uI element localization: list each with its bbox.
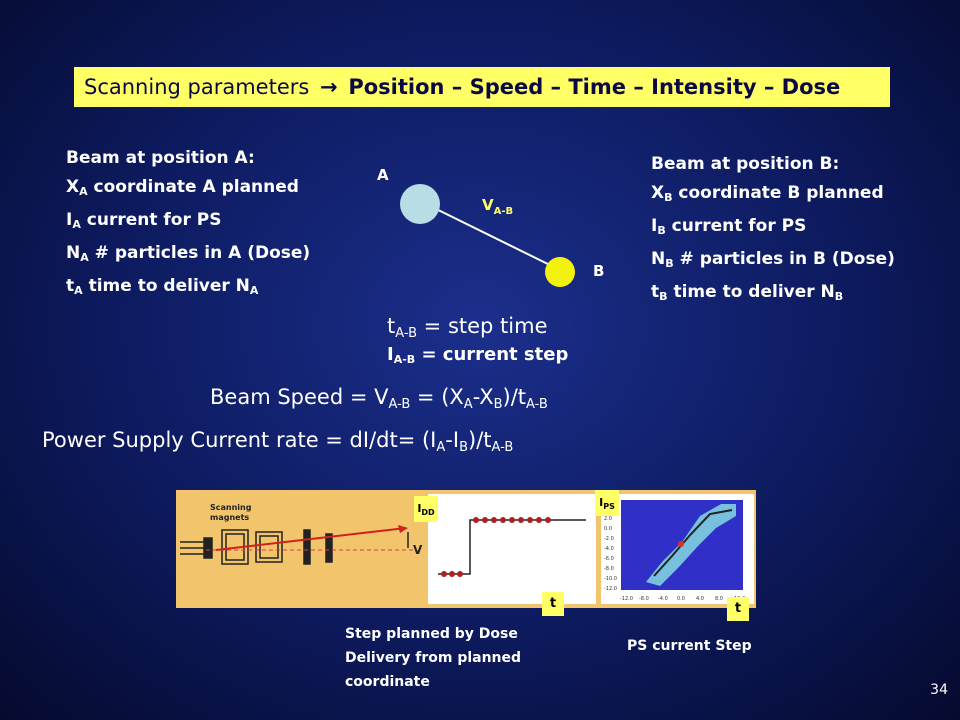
scanning-figure: Scanning magnets V 4.0 2.0 0.0 -2.0 -4.0 -6.0… bbox=[176, 490, 756, 608]
beam-b-line: IB current for PS bbox=[651, 216, 807, 237]
ps-y-tick: -2.0 bbox=[604, 536, 614, 542]
beam-a-line: IA current for PS bbox=[66, 210, 222, 231]
ps-step-caption: PS current Step bbox=[627, 638, 752, 654]
ps-current-curve bbox=[653, 509, 733, 577]
ps-x-tick: -8.0 bbox=[639, 596, 649, 602]
ps-x-tick: 0.0 bbox=[677, 596, 685, 602]
beam-a-line: tA time to deliver NA bbox=[66, 276, 259, 297]
step-planned-caption: Step planned by Dose Delivery from plann… bbox=[345, 626, 522, 690]
ps-y-tick: -8.0 bbox=[604, 566, 614, 572]
slide-number: 34 bbox=[930, 682, 948, 698]
title-bar: Scanning parameters → Position – Speed –… bbox=[74, 67, 890, 107]
ps-y-tick: 0.0 bbox=[604, 526, 612, 532]
ps-x-tick: 4.0 bbox=[696, 596, 704, 602]
title-prefix: Scanning parameters bbox=[84, 75, 310, 99]
ps-y-tick: 2.0 bbox=[604, 516, 612, 522]
ps-y-tick: -10.0 bbox=[604, 576, 617, 582]
beam-a-info: Beam at position A: XA coordinate A plan… bbox=[66, 144, 310, 305]
t-label-ps: t bbox=[727, 597, 749, 621]
ips-label: IPS bbox=[595, 490, 619, 516]
ps-y-tick: -4.0 bbox=[604, 546, 614, 552]
beam-path-diagram bbox=[400, 184, 575, 287]
beam-b-line: tB time to deliver NB bbox=[651, 282, 844, 303]
beam-arrow-icon bbox=[398, 525, 408, 533]
ps-y-tick: -6.0 bbox=[604, 556, 614, 562]
current-step-eq: IA-B = current step bbox=[387, 344, 569, 366]
ps-heatmap-band bbox=[646, 504, 736, 586]
label-b: B bbox=[593, 262, 605, 280]
beam-b-line: NB # particles in B (Dose) bbox=[651, 249, 895, 270]
beam-a-line: NA # particles in A (Dose) bbox=[66, 243, 311, 264]
scanning-magnets-icon bbox=[180, 529, 333, 565]
v-label: V bbox=[413, 543, 423, 557]
ps-x-tick: -12.0 bbox=[620, 596, 633, 602]
beam-path-line bbox=[421, 201, 561, 271]
dose-points bbox=[441, 517, 551, 577]
ps-x-tick: 8.0 bbox=[715, 596, 723, 602]
beam-b-info: Beam at position B: XB coordinate B plan… bbox=[651, 150, 895, 311]
velocity-label: VA-B bbox=[482, 196, 514, 217]
right-arrow-icon: → bbox=[320, 75, 338, 99]
position-a-circle bbox=[400, 184, 440, 224]
step-graph-background bbox=[428, 494, 596, 604]
beam-b-heading: Beam at position B: bbox=[651, 154, 840, 174]
ps-point bbox=[678, 541, 684, 547]
position-b-circle bbox=[545, 257, 575, 287]
beam-a-line: XA coordinate A planned bbox=[66, 177, 299, 198]
idd-label: IDD bbox=[414, 496, 438, 522]
ps-current-rate-eq: Power Supply Current rate = dI/dt= (IA-I… bbox=[42, 428, 514, 455]
magnets-label-1: Scanning bbox=[210, 503, 252, 512]
magnets-label-2: magnets bbox=[210, 513, 249, 522]
t-label-step: t bbox=[542, 592, 564, 616]
beam-b-line: XB coordinate B planned bbox=[651, 183, 884, 204]
step-time-eq: tA-B = step time bbox=[387, 314, 548, 341]
label-a: A bbox=[377, 166, 389, 184]
beam-a-heading: Beam at position A: bbox=[66, 148, 255, 168]
ps-x-tick: -4.0 bbox=[658, 596, 668, 602]
scanning-figure-art: Scanning magnets V 4.0 2.0 0.0 -2.0 -4.0 -6.0… bbox=[180, 494, 754, 604]
ps-y-tick: -12.0 bbox=[604, 586, 617, 592]
beam-speed-eq: Beam Speed = VA-B = (XA-XB)/tA-B bbox=[210, 385, 548, 412]
deflected-beam-line bbox=[215, 527, 407, 551]
title-bold: Position – Speed – Time – Intensity – Do… bbox=[348, 75, 841, 99]
